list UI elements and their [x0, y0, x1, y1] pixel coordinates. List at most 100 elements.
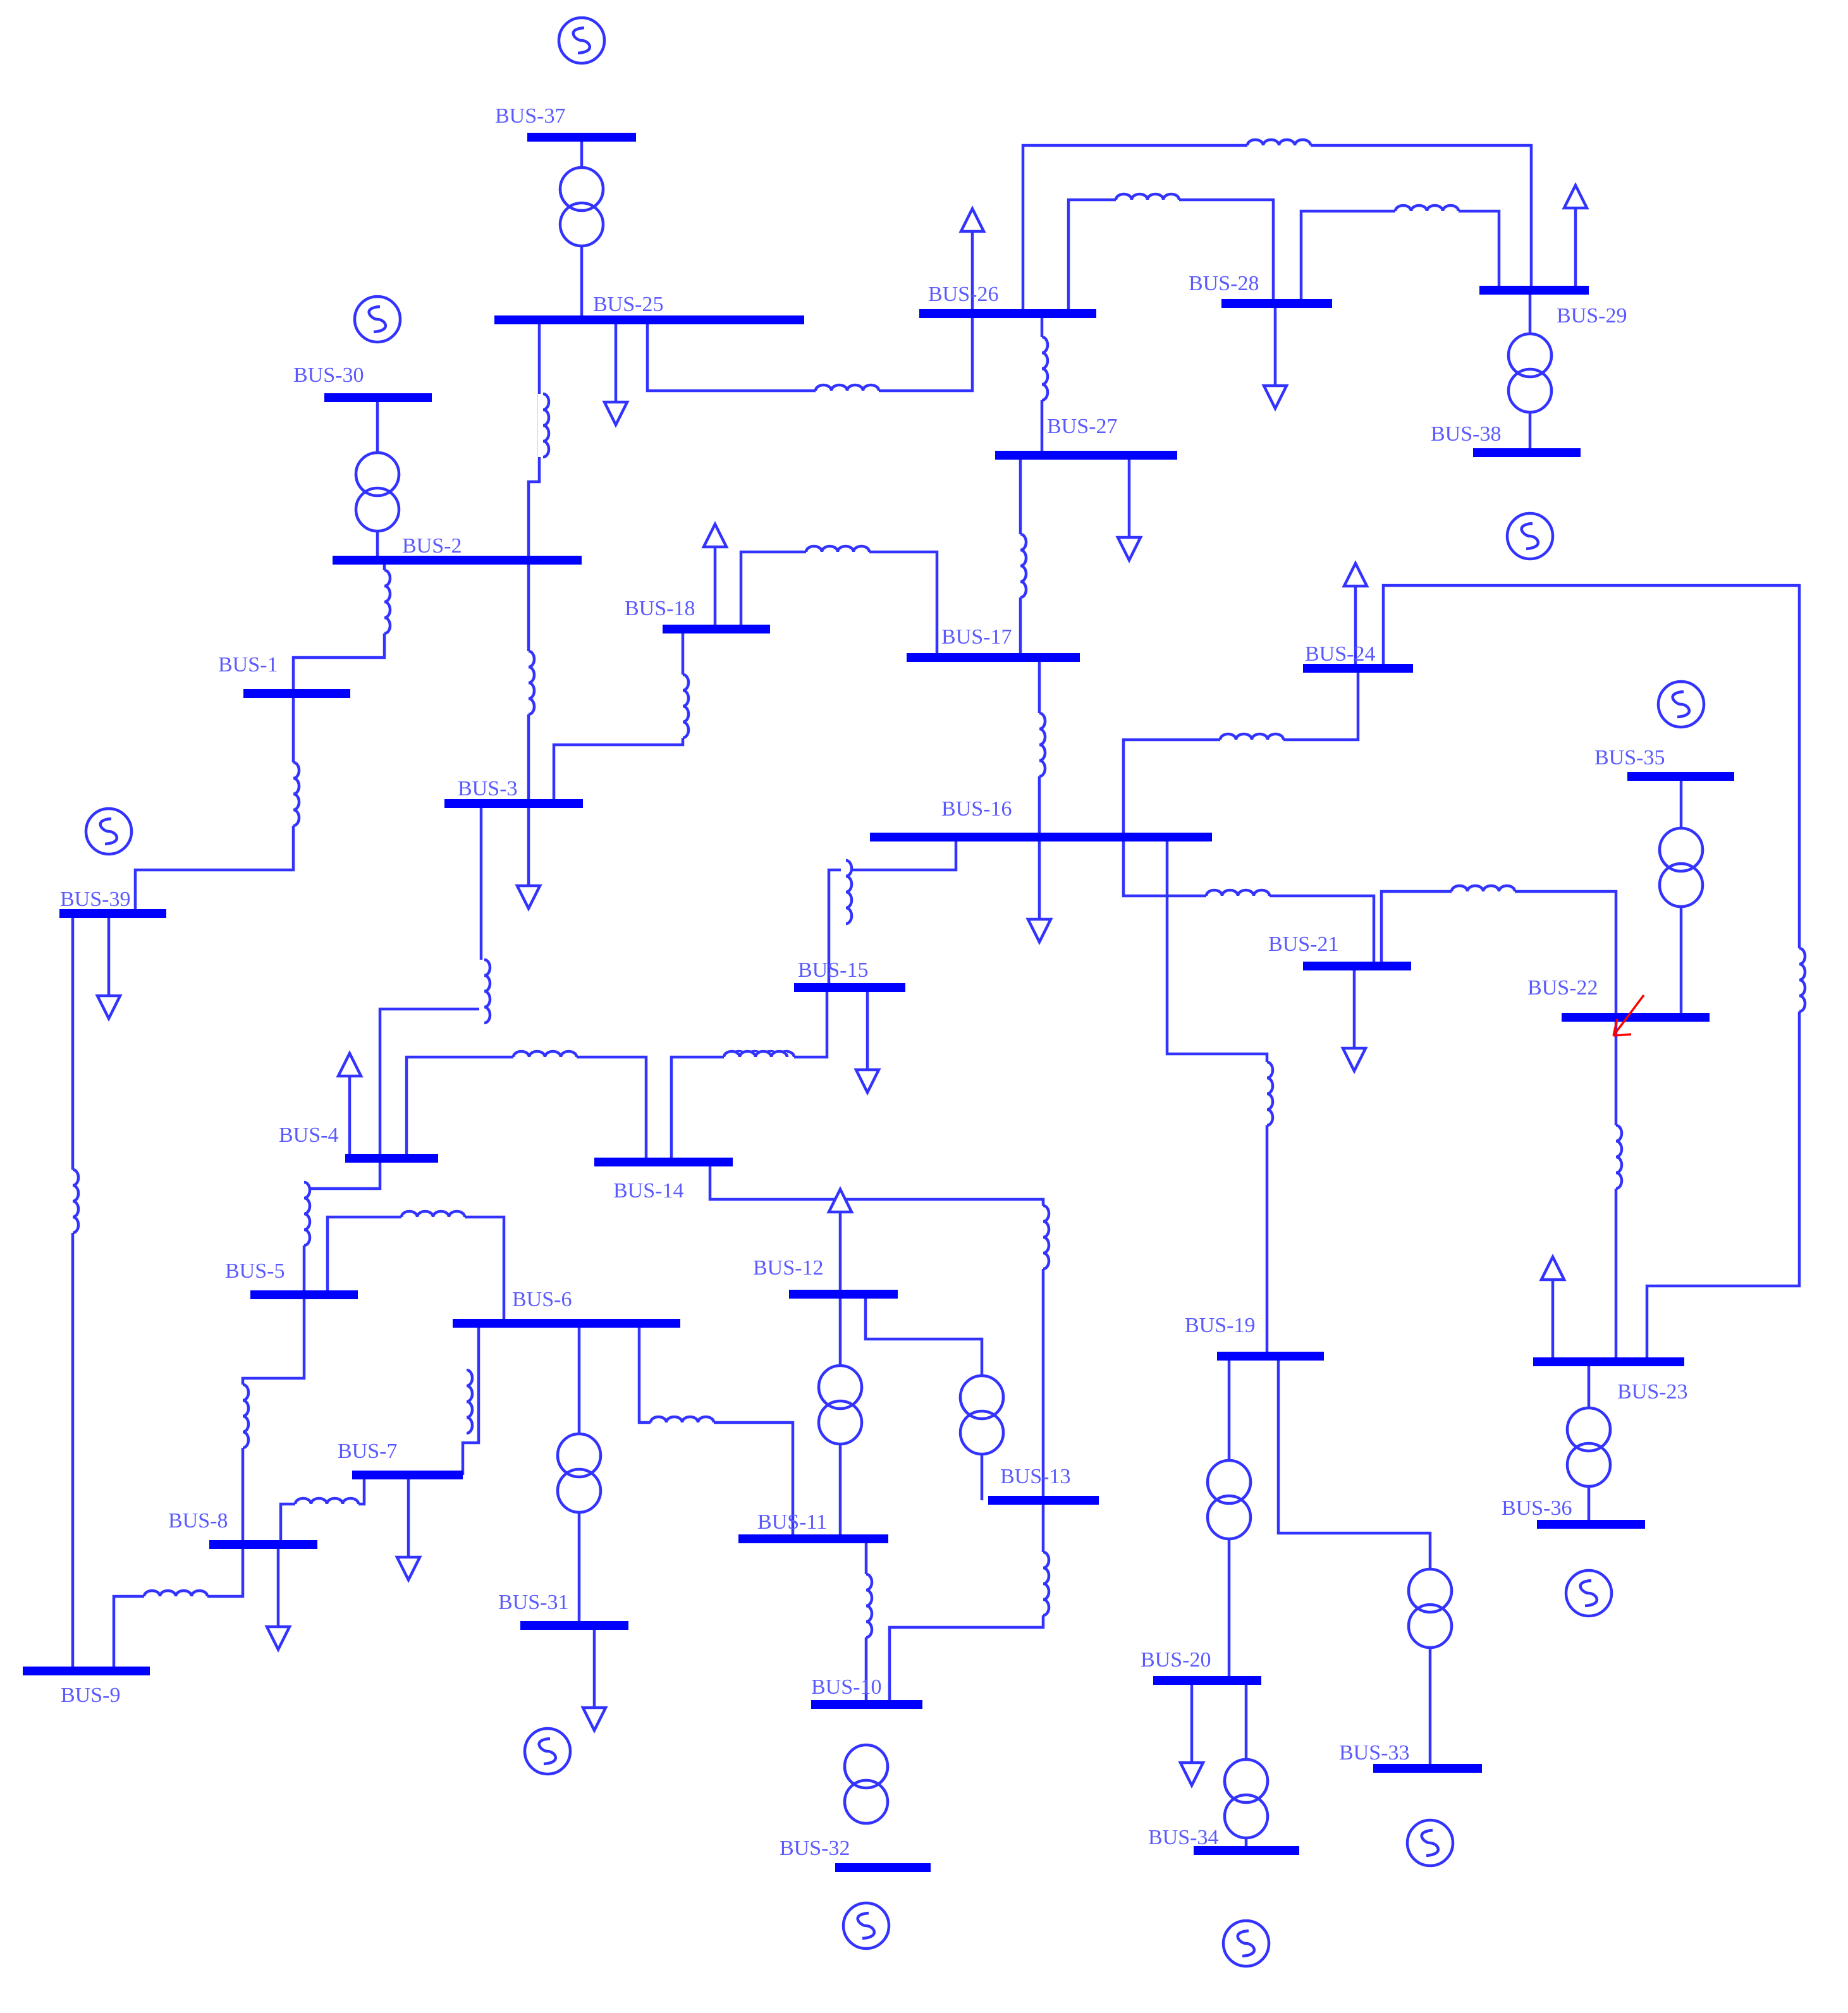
line — [527, 320, 541, 560]
reactor-icon — [722, 1049, 789, 1062]
load-arrow-up-icon — [1342, 560, 1369, 668]
bus-label-1: BUS-1 — [218, 653, 278, 676]
bus-label-24: BUS-24 — [1305, 642, 1375, 666]
load-arrow-up-icon — [1539, 1253, 1567, 1362]
reactor-coil — [1114, 192, 1181, 200]
transformer-icon — [1206, 1459, 1252, 1541]
load-head — [1261, 384, 1289, 412]
transformer-winding — [1565, 1441, 1612, 1488]
reactor-coil — [242, 1383, 250, 1450]
load-arrow-down-icon — [602, 320, 630, 429]
generator-wave — [856, 1911, 876, 1940]
transformer-winding — [817, 1399, 864, 1446]
reactor-icon — [400, 1209, 467, 1222]
bus-label-4: BUS-4 — [279, 1123, 338, 1147]
transformer-icon — [958, 1374, 1005, 1456]
reactor-icon — [538, 392, 551, 459]
bus-label-13: BUS-13 — [1000, 1465, 1070, 1488]
transformer-overlap — [958, 1397, 1005, 1421]
bus-label-6: BUS-6 — [512, 1288, 572, 1311]
reactor-coil — [303, 1180, 312, 1247]
transformer-overlap — [556, 1455, 603, 1479]
generator-layer — [84, 16, 1706, 1968]
transformer-overlap — [843, 1766, 890, 1790]
reactor-icon — [861, 1572, 874, 1639]
transformer-winding — [1658, 862, 1704, 909]
bus-label-32: BUS-32 — [780, 1837, 850, 1860]
reactor-coil — [1799, 946, 1807, 1013]
generator-icon — [1221, 1919, 1271, 1968]
load-arrow-down-icon — [95, 914, 123, 1022]
reactor-coil — [528, 649, 536, 716]
reactor-coil — [814, 383, 881, 391]
reactor-icon — [1038, 1550, 1051, 1617]
bus-label-33: BUS-33 — [1339, 1741, 1409, 1765]
transformer-overlap — [1407, 1590, 1453, 1614]
generator-icon — [523, 1727, 572, 1776]
generator-wave — [537, 1737, 557, 1766]
transformer-winding — [1223, 1793, 1270, 1840]
transformer-winding — [354, 486, 401, 533]
reactor-coil — [1393, 204, 1460, 212]
generator-wave — [1671, 690, 1691, 719]
reactor-icon — [142, 1589, 209, 1601]
bus-label-20: BUS-20 — [1141, 1648, 1211, 1672]
transformer-icon — [817, 1364, 864, 1446]
line — [708, 1162, 1045, 1500]
load-arrow-down-icon — [854, 988, 881, 1096]
bus-label-17: BUS-17 — [941, 625, 1012, 649]
transformer-winding — [1407, 1603, 1453, 1649]
line — [827, 837, 958, 988]
bus-label-22: BUS-22 — [1527, 976, 1598, 1000]
bus-label-15: BUS-15 — [798, 958, 868, 982]
reactor-coil — [649, 1415, 716, 1423]
line — [1276, 1356, 1432, 1768]
load-head — [395, 1555, 422, 1584]
load-arrow-up-icon — [701, 520, 729, 629]
reactor-icon — [523, 649, 536, 716]
line — [1067, 198, 1275, 314]
load-arrow-down-icon — [515, 804, 542, 912]
reactor-coil — [384, 568, 392, 635]
load-arrow-down-icon — [1261, 303, 1289, 412]
reactor-icon — [804, 544, 871, 557]
reactor-icon — [1034, 711, 1047, 778]
line — [1381, 584, 1801, 1362]
line — [279, 1475, 366, 1545]
reactor-coil — [1450, 884, 1517, 892]
transformer-icon — [556, 1432, 603, 1514]
bus-label-35: BUS-35 — [1594, 746, 1665, 769]
line — [1122, 668, 1360, 837]
line — [133, 694, 295, 914]
reactor-coil — [1020, 532, 1028, 599]
transformer-icon — [1407, 1567, 1453, 1649]
transformer-overlap — [354, 474, 401, 498]
transformer-overlap — [817, 1386, 864, 1410]
load-arrow-down-icon — [395, 1475, 422, 1584]
bus-label-19: BUS-19 — [1185, 1314, 1255, 1337]
bus-label-5: BUS-5 — [225, 1259, 285, 1283]
bus-label-30: BUS-30 — [293, 364, 364, 387]
load-head — [958, 205, 986, 233]
reactor-coil — [1266, 1060, 1275, 1127]
transformer-winding — [556, 1467, 603, 1514]
reactor-icon — [1450, 884, 1517, 896]
load-head — [336, 1049, 364, 1078]
load-head — [854, 1068, 881, 1096]
reactor-icon — [678, 673, 690, 740]
reactor-coil — [542, 392, 551, 459]
reactor-icon — [1015, 532, 1028, 599]
bus-label-34: BUS-34 — [1148, 1826, 1218, 1849]
transformer-icon — [1223, 1758, 1270, 1840]
bus-label-12: BUS-12 — [753, 1256, 823, 1280]
load-arrow-down-icon — [1178, 1680, 1206, 1789]
generator-wave — [572, 26, 591, 55]
transformer-winding — [843, 1778, 890, 1825]
transformer-winding — [1206, 1494, 1252, 1541]
reactor-icon — [1245, 138, 1313, 150]
reactor-coil — [466, 1368, 474, 1435]
reactor-icon — [288, 761, 301, 828]
bus-label-36: BUS-36 — [1502, 1496, 1572, 1520]
line — [637, 1323, 795, 1539]
generator-wave — [1420, 1828, 1440, 1857]
